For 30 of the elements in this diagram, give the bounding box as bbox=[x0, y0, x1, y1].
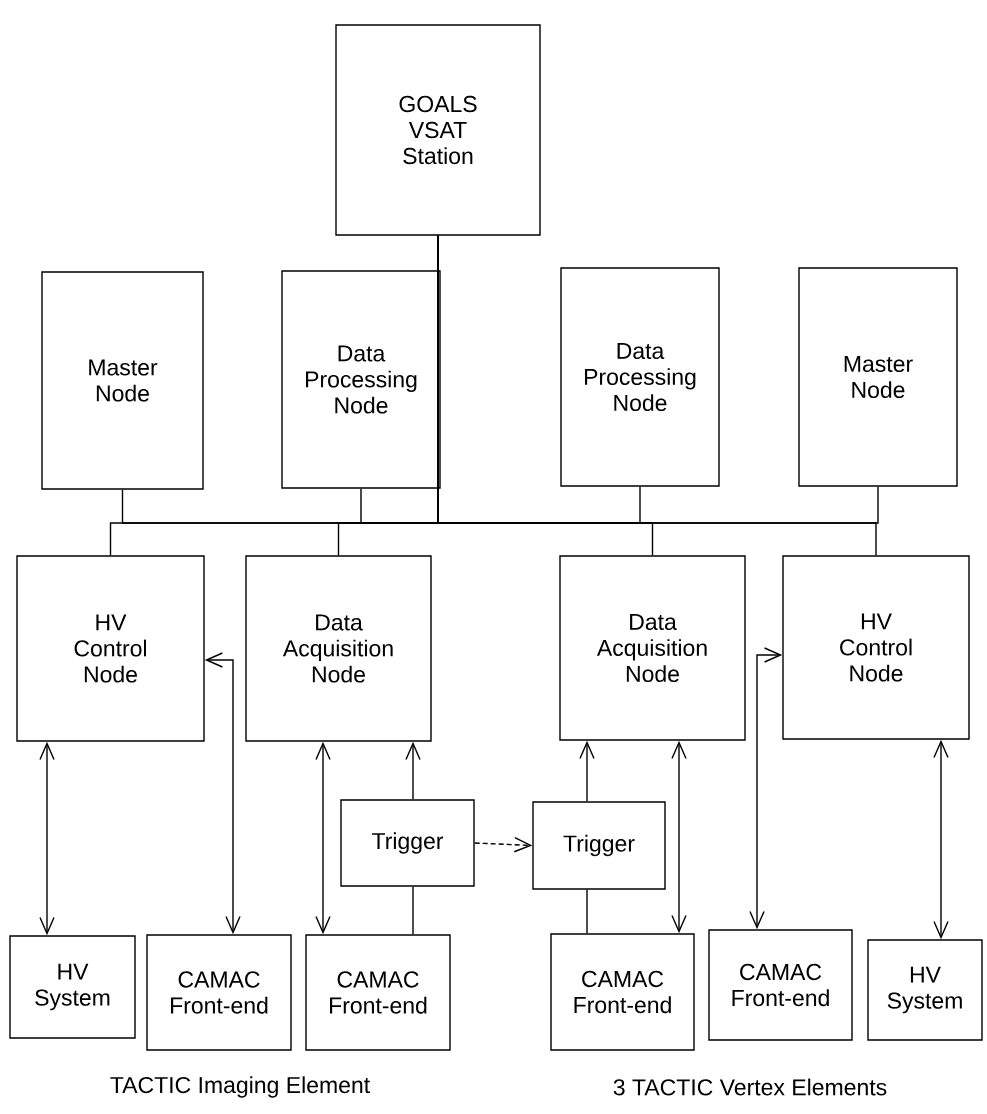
connector-line bbox=[933, 739, 949, 940]
caption-text: 3 TACTIC Vertex Elements bbox=[613, 1078, 887, 1096]
block-box: Data Acquisition Node bbox=[245, 555, 432, 742]
block-box: Trigger bbox=[532, 801, 666, 890]
block-box: HV Control Node bbox=[782, 555, 970, 740]
block-box: HV System bbox=[867, 939, 983, 1041]
block-box: CAMAC Front-end bbox=[305, 934, 451, 1051]
connector-line bbox=[671, 740, 687, 934]
connector-line bbox=[412, 886, 414, 935]
connector-line bbox=[586, 889, 588, 934]
block-box: GOALS VSAT Station bbox=[335, 24, 541, 236]
block-box: Trigger bbox=[340, 799, 475, 887]
connector-line bbox=[749, 647, 783, 930]
block-box: Data Acquisition Node bbox=[559, 555, 746, 741]
block-box: CAMAC Front-end bbox=[550, 933, 695, 1051]
block-box: Data Processing Node bbox=[281, 270, 441, 489]
connector-line bbox=[315, 741, 331, 935]
block-box: HV Control Node bbox=[16, 555, 205, 742]
block-box: CAMAC Front-end bbox=[146, 934, 292, 1051]
block-box: Master Node bbox=[798, 267, 958, 487]
block-box: Master Node bbox=[41, 271, 204, 490]
block-box: HV System bbox=[9, 935, 136, 1039]
connector-line bbox=[474, 837, 533, 853]
connector-line bbox=[405, 741, 421, 800]
block-box: CAMAC Front-end bbox=[708, 929, 853, 1041]
connector-line bbox=[204, 652, 241, 935]
connector-line bbox=[39, 741, 55, 936]
connector-line bbox=[579, 740, 595, 802]
caption-text: TACTIC Imaging Element bbox=[110, 1076, 370, 1098]
block-box: Data Processing Node bbox=[560, 267, 720, 487]
